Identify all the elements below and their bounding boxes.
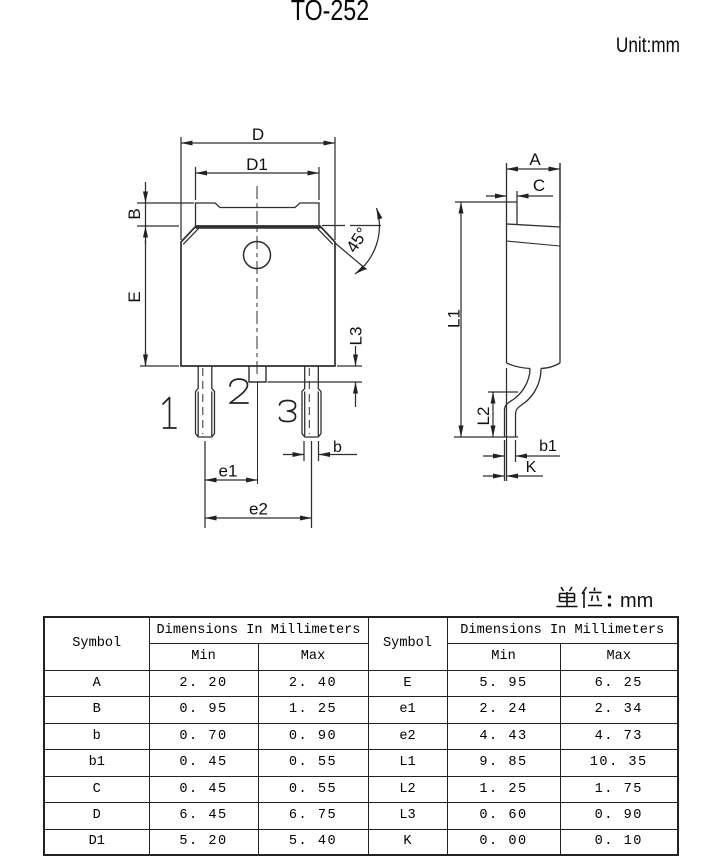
svg-text:e2: e2 (249, 500, 268, 519)
svg-text:B: B (125, 208, 144, 219)
svg-text:K: K (526, 459, 537, 476)
svg-text:E: E (125, 291, 144, 302)
svg-text:C: C (533, 176, 545, 195)
svg-text:L3: L3 (347, 327, 366, 346)
svg-text:L2: L2 (474, 407, 493, 426)
svg-text:L1: L1 (445, 309, 464, 328)
svg-text:b: b (333, 439, 342, 456)
svg-text:A: A (529, 150, 541, 169)
svg-text:D: D (252, 125, 264, 144)
svg-text:b1: b1 (539, 438, 557, 455)
svg-text:mm: mm (620, 590, 653, 612)
svg-text:e1: e1 (219, 462, 238, 481)
svg-text:45°: 45° (342, 224, 372, 256)
svg-text:D1: D1 (246, 155, 268, 174)
